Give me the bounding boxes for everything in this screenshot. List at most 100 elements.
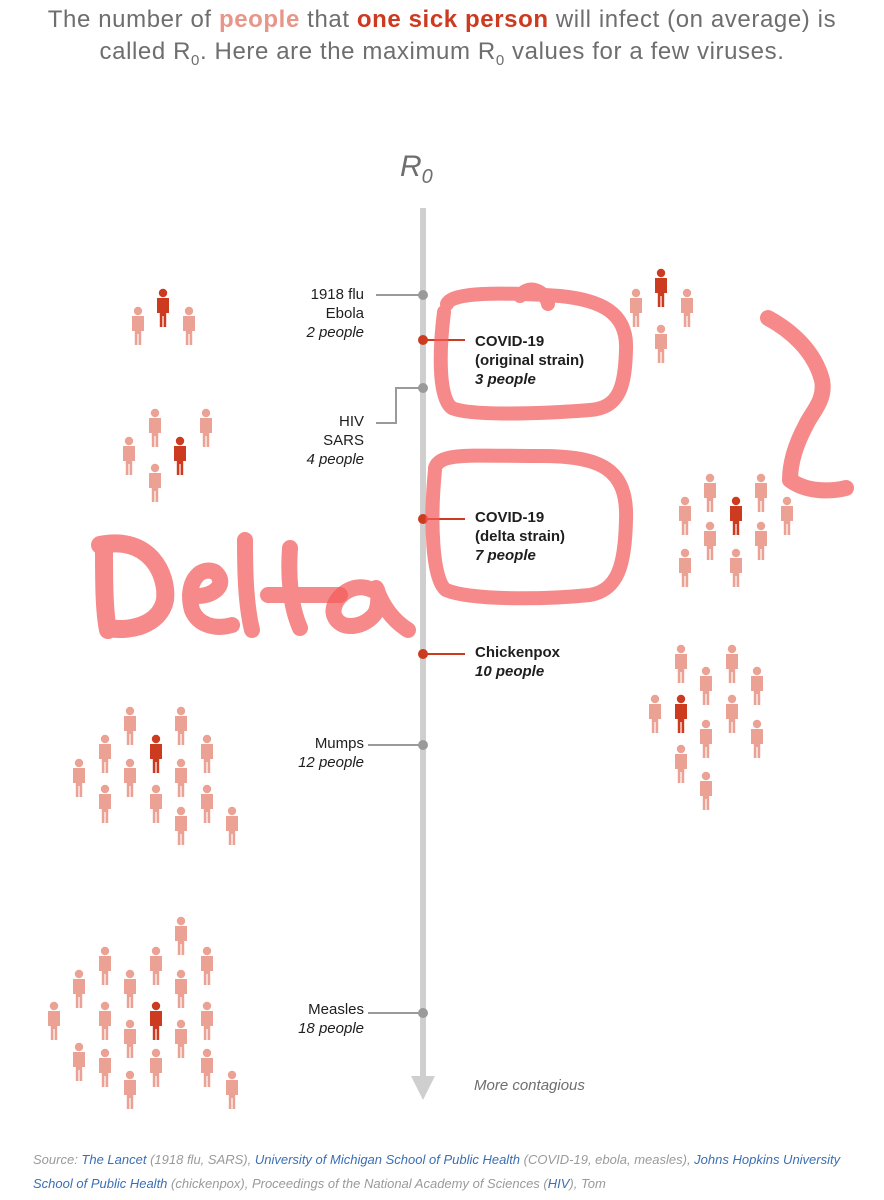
label-people: 4 people — [306, 451, 364, 468]
label-people: 7 people — [475, 547, 536, 564]
label-people: 3 people — [475, 371, 536, 388]
label-line: COVID-19 — [475, 333, 545, 350]
source-text: (chickenpox), Proceedings of the Nationa… — [167, 1176, 548, 1191]
person-icon — [630, 288, 642, 327]
dot-covid-delta — [418, 514, 428, 524]
person-icon — [679, 548, 691, 587]
label-chickenpox: Chickenpox 10 people — [475, 643, 675, 681]
headline-text: values for a few viruses. — [504, 38, 785, 65]
source-link-umich[interactable]: University of Michigan School of Public … — [254, 1152, 521, 1167]
group-mumps — [73, 706, 238, 845]
person-icon — [124, 1070, 136, 1109]
person-icon — [150, 1048, 162, 1087]
label-line: Ebola — [325, 305, 364, 322]
label-measles: Measles 18 people — [184, 1000, 364, 1038]
source-link-johns-hopkins[interactable]: Johns Hopkins University School of Publi… — [33, 1152, 841, 1191]
person-icon — [755, 473, 767, 512]
person-icon — [124, 706, 136, 745]
axis-title: R0 — [400, 150, 433, 189]
person-icon — [730, 548, 742, 587]
person-icon — [781, 496, 793, 535]
source-link-hiv[interactable]: HIV — [547, 1176, 570, 1191]
label-covid-original: COVID-19 (original strain) 3 people — [475, 332, 675, 389]
label-people: 18 people — [298, 1020, 364, 1037]
person-icon — [201, 946, 213, 985]
source-text: (COVID-19, ebola, measles), — [520, 1152, 695, 1167]
label-line: (delta strain) — [475, 528, 566, 545]
label-line: Mumps — [314, 735, 364, 752]
person-icon — [755, 521, 767, 560]
axis-title-text: R — [400, 150, 422, 183]
person-icon — [201, 1048, 213, 1087]
sick-person-icon — [730, 496, 742, 535]
dot-covid-original — [418, 335, 428, 345]
sick-person-icon — [150, 1001, 162, 1040]
headline-text: will infect (on average) is called R — [99, 6, 837, 65]
label-line: SARS — [323, 432, 364, 449]
headline-subscript: 0 — [191, 51, 200, 69]
sick-person-icon — [675, 694, 687, 733]
dot-mumps — [418, 740, 428, 750]
label-hiv-sars: HIV SARS 4 people — [184, 412, 364, 469]
person-icon — [704, 473, 716, 512]
person-icon — [726, 694, 738, 733]
label-line: 1918 flu — [310, 286, 364, 303]
dot-chickenpox — [418, 649, 428, 659]
dot-measles — [418, 1008, 428, 1018]
label-covid-delta: COVID-19 (delta strain) 7 people — [475, 508, 675, 565]
headline-subscript: 0 — [495, 51, 505, 69]
person-icon — [149, 463, 161, 502]
headline-text: The number of — [47, 6, 219, 33]
letter-a — [325, 579, 416, 638]
dot-flu-ebola — [418, 290, 428, 300]
person-icon — [150, 946, 162, 985]
label-flu-ebola: 1918 flu Ebola 2 people — [184, 285, 364, 342]
source-link-lancet[interactable]: The Lancet — [81, 1152, 147, 1167]
letter-D — [91, 534, 175, 639]
source-text: ), Tom — [569, 1176, 606, 1191]
marker-annotations — [91, 282, 854, 639]
letter-l — [237, 532, 260, 638]
sick-person-icon — [655, 268, 667, 307]
person-icon — [700, 719, 712, 758]
person-icon — [681, 288, 693, 327]
label-line: COVID-19 — [475, 509, 545, 526]
label-line: Chickenpox — [475, 644, 561, 661]
person-icon — [751, 666, 763, 705]
circle-covid-delta — [425, 448, 634, 606]
person-icon — [99, 946, 111, 985]
person-icon — [99, 1048, 111, 1087]
headline-text: . Here are the maximum R — [199, 38, 496, 65]
person-icon — [99, 734, 111, 773]
more-contagious-label: More contagious — [474, 1077, 585, 1094]
person-icon — [751, 719, 763, 758]
person-icon — [675, 644, 687, 683]
person-icon — [99, 784, 111, 823]
circle-covid-original — [433, 282, 634, 421]
label-people: 10 people — [475, 663, 545, 680]
person-icon — [700, 666, 712, 705]
sick-person-icon — [157, 288, 169, 327]
sick-person-icon — [150, 734, 162, 773]
person-icon — [132, 306, 144, 345]
label-line: HIV — [338, 413, 364, 430]
person-icon — [679, 496, 691, 535]
person-icon — [73, 1042, 85, 1081]
person-icon — [175, 916, 187, 955]
person-icon — [99, 1001, 111, 1040]
letter-t — [260, 540, 348, 636]
person-icon — [150, 784, 162, 823]
person-icon — [149, 408, 161, 447]
headline-text: that — [299, 6, 357, 33]
label-line: (original strain) — [475, 352, 585, 369]
dot-hiv-sars — [418, 383, 428, 393]
person-icon — [704, 521, 716, 560]
person-icon — [649, 694, 661, 733]
person-icon — [226, 1070, 238, 1109]
person-icon — [73, 969, 85, 1008]
left-ticks — [368, 294, 423, 1014]
axis-title-subscript: 0 — [421, 166, 433, 188]
annotation-number-2 — [760, 310, 854, 499]
left-dots — [418, 290, 428, 1018]
